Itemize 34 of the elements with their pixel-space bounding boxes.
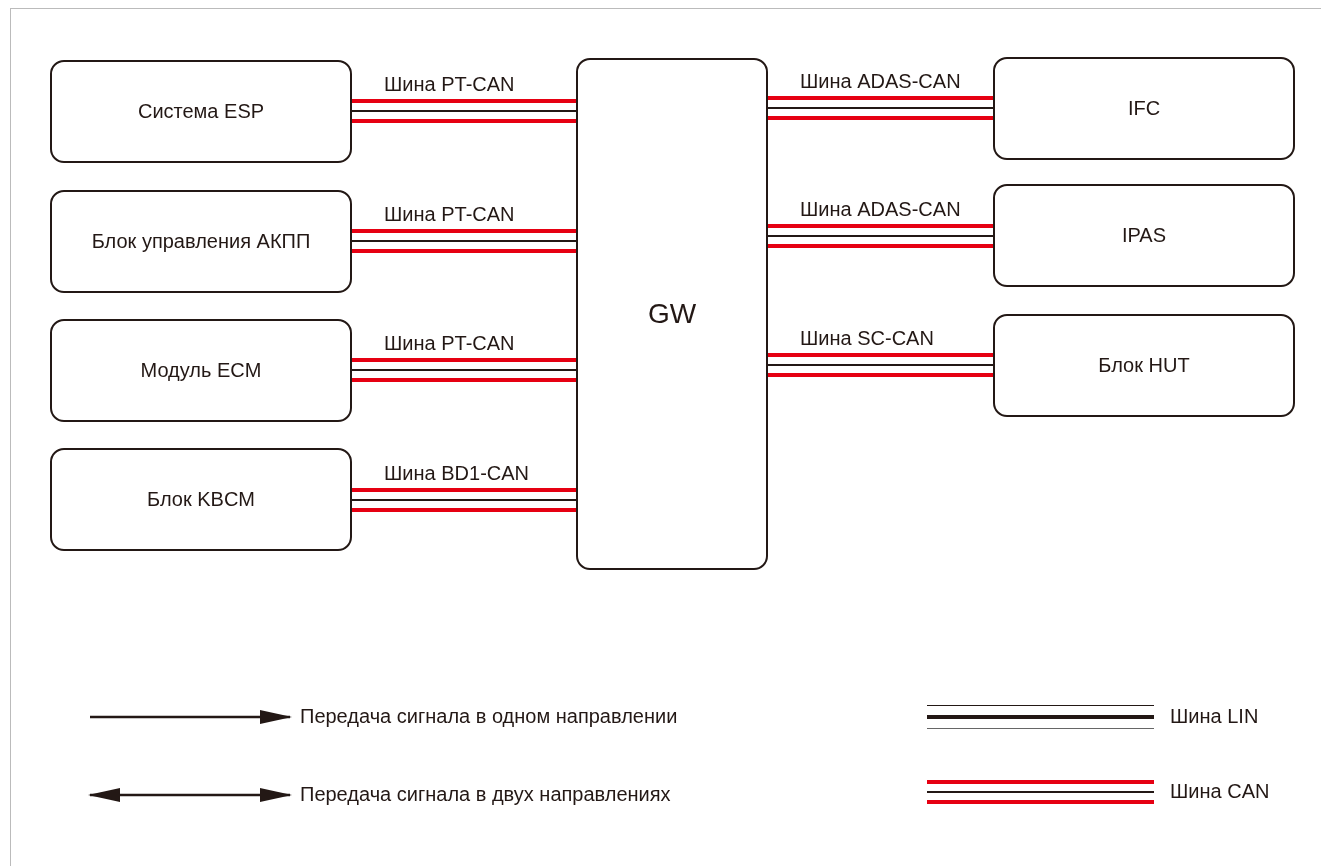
can-bus-line (352, 229, 576, 253)
node-label: Блок KBCM (146, 488, 256, 511)
legend-text: Шина LIN (1170, 704, 1259, 728)
edge-label: Шина BD1-CAN (384, 462, 530, 484)
module-box (993, 57, 1295, 160)
legend-text: Шина CAN (1170, 779, 1270, 803)
legend-text: Передача сигнала в двух направлениях (300, 782, 671, 806)
can-bus-line (768, 353, 993, 377)
module-box (50, 60, 352, 163)
node-label: Модуль ECM (139, 359, 263, 382)
node-label: GW (646, 298, 698, 330)
can-bus-line (352, 488, 576, 512)
edge-label: Шина SC-CAN (800, 327, 934, 349)
module-box (993, 314, 1295, 417)
can-bus-line (768, 224, 993, 248)
node-label: IPAS (1120, 224, 1168, 247)
module-box (993, 184, 1295, 287)
edge-label: Шина ADAS-CAN (800, 70, 961, 92)
module-box (50, 190, 352, 293)
node-label: Блок управления АКПП (90, 230, 312, 253)
can-bus-line (352, 99, 576, 123)
node-label: Система ESP (136, 100, 266, 123)
legend-text: Передача сигнала в одном направлении (300, 704, 678, 728)
node-label: Блок HUT (1097, 354, 1191, 377)
node-label: IFC (1126, 97, 1162, 120)
edge-label: Шина PT-CAN (384, 203, 515, 225)
module-box (50, 448, 352, 551)
module-box (50, 319, 352, 422)
can-bus-line (768, 96, 993, 120)
edge-label: Шина PT-CAN (384, 332, 515, 354)
gateway-box (576, 58, 768, 570)
edge-label: Шина ADAS-CAN (800, 198, 961, 220)
edge-label: Шина PT-CAN (384, 73, 515, 95)
can-bus-line (352, 358, 576, 382)
